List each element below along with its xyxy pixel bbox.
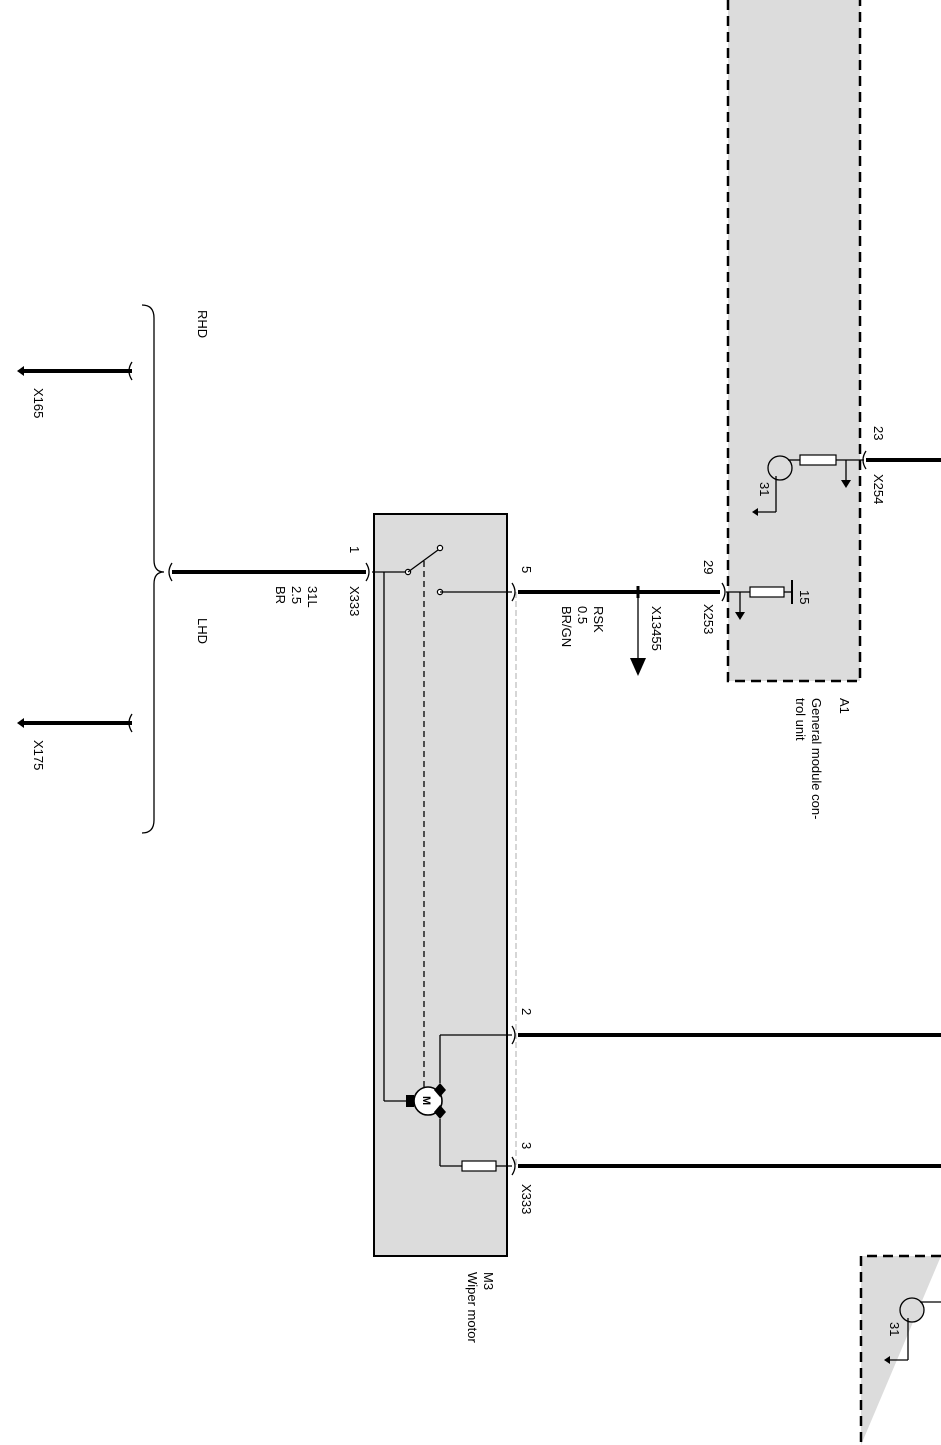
continuation-arrow-icon xyxy=(630,658,646,676)
motor-symbol: M xyxy=(420,1096,432,1105)
variant-brace xyxy=(141,304,165,834)
ground-label-x165: X165 xyxy=(31,388,46,418)
wire-circuit-rsk: RSK xyxy=(591,606,606,633)
pin-label-23: 23 xyxy=(871,426,886,440)
motor-brush xyxy=(406,1095,414,1107)
wiper-motor-m3: M 5 2 3 X333 M3 Wiper motor xyxy=(372,513,534,1343)
ground-point-x175: X175 xyxy=(17,713,133,770)
transistor-icon xyxy=(767,455,793,481)
connector-mark xyxy=(511,1025,516,1045)
wire-size-2-5: 2.5 xyxy=(289,586,304,604)
module-boundary xyxy=(726,0,862,683)
connector-mark xyxy=(128,713,133,733)
pin-label-3: 3 xyxy=(519,1142,534,1149)
component-id-a1: A1 xyxy=(837,698,852,714)
connector-mark xyxy=(721,582,726,602)
variant-label-rhd: RHD xyxy=(195,310,210,338)
wire-31l: 1 X333 31L 2.5 BR xyxy=(168,546,370,616)
connector-mark xyxy=(365,562,370,582)
ground-arrow-icon xyxy=(17,366,24,376)
connector-mark xyxy=(168,562,173,582)
motor-brush xyxy=(434,1083,446,1097)
ground-arrow-icon xyxy=(841,480,851,488)
component-id-m3: M3 xyxy=(481,1272,496,1290)
ground-arrow-icon xyxy=(735,612,745,620)
terminal-label-31-lower: 31 xyxy=(887,1322,902,1336)
ground-label-x175: X175 xyxy=(31,740,46,770)
ground-arrow-icon xyxy=(17,718,24,728)
connector-label-x253: X253 xyxy=(701,604,716,634)
connector-mark xyxy=(511,1156,516,1176)
lower-module-partial: 31 xyxy=(859,1254,941,1445)
splice-x13455: X13455 RSK 0.5 BR/GN xyxy=(559,586,664,676)
connector-label-x333-bottom: X333 xyxy=(519,1184,534,1214)
motor-brush xyxy=(434,1105,446,1119)
wire-circuit-31l: 31L xyxy=(305,586,320,608)
module-boundary xyxy=(859,1254,941,1445)
pin-label-2: 2 xyxy=(519,1008,534,1015)
resistor-icon xyxy=(461,1160,497,1172)
pin-label-29: 29 xyxy=(701,560,716,574)
connector-label-x333-top: X333 xyxy=(347,586,362,616)
connector-mark xyxy=(128,361,133,381)
connector-label-x254: X254 xyxy=(871,474,886,504)
transistor-icon xyxy=(899,1297,925,1323)
motor-icon xyxy=(413,1086,443,1116)
splice-label-x13455: X13455 xyxy=(649,606,664,651)
wire-size-0-5: 0.5 xyxy=(575,606,590,624)
component-name-line1: General module con- xyxy=(809,698,824,819)
terminal-label-31: 31 xyxy=(757,482,772,496)
ground-arrow-icon xyxy=(884,1356,890,1364)
connector-mark xyxy=(511,582,516,602)
resistor-icon xyxy=(799,454,837,466)
variant-label-lhd: LHD xyxy=(195,618,210,644)
resistor-icon xyxy=(749,586,785,598)
switch-contact xyxy=(436,544,444,552)
wire-color-br: BR xyxy=(273,586,288,604)
switch-blade xyxy=(407,549,439,573)
pin-label-5: 5 xyxy=(519,566,534,573)
component-name-line2: trol unit xyxy=(793,698,808,741)
ground-arrow-icon xyxy=(752,508,758,516)
general-module-a1: 15 29 X253 31 23 X254 A1 General module … xyxy=(701,0,941,819)
wire-color-br-gn: BR/GN xyxy=(559,606,574,647)
ground-point-x165: X165 xyxy=(17,361,133,418)
pin-label-1: 1 xyxy=(347,546,362,553)
component-name-wiper-motor: Wiper motor xyxy=(465,1272,480,1343)
terminal-label-15: 15 xyxy=(797,590,812,604)
